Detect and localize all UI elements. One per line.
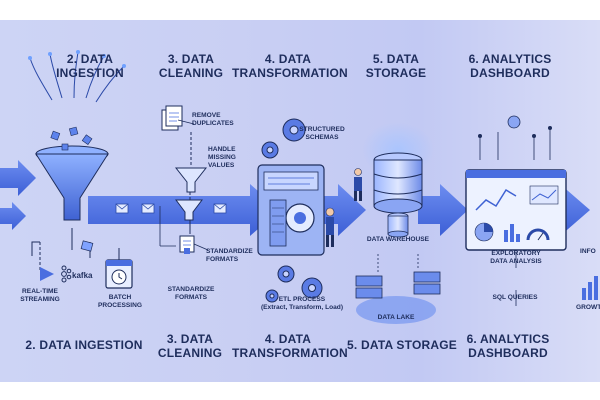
remove-duplicates-label: REMOVE DUPLICATES <box>192 112 234 127</box>
handle-missing-values-label: HANDLE MISSING VALUES <box>208 146 236 169</box>
growth-partial-label: GROWT <box>576 304 600 311</box>
sql-queries-label: SQL QUERIES <box>492 294 538 301</box>
kafka-logo-icon <box>40 265 72 283</box>
entry-arrows <box>0 160 36 230</box>
ingestion-connectors <box>31 228 94 270</box>
dashboard-monitor-icon <box>465 115 567 306</box>
batch-processing-label: BATCH PROCESSING <box>98 294 142 309</box>
standardize-formats-label-2: STANDARDIZE FORMATS <box>167 286 215 301</box>
growth-chart-icon <box>582 276 598 300</box>
database-icon <box>354 122 434 238</box>
kafka-label: kafka <box>72 271 93 280</box>
header-data-storage: 5. DATA STORAGE <box>365 52 427 80</box>
data-lake-label: DATA LAKE <box>377 314 415 321</box>
footer-data-ingestion: 2. DATA INGESTION <box>25 338 143 352</box>
cleaning-funnels-icon <box>159 105 209 254</box>
etl-machine-icon <box>257 164 335 256</box>
pipeline-canvas: 2. DATA INGESTION 3. DATA CLEANING 4. DA… <box>0 20 600 382</box>
batch-calendar-icon <box>105 248 133 289</box>
footer-data-transformation: 4. DATA TRANSFORMATION <box>232 332 348 360</box>
header-data-ingestion: 2. DATA INGESTION <box>56 52 124 80</box>
standardize-formats-label-1: STANDARDIZE FORMATS <box>206 248 253 263</box>
data-warehouse-label: DATA WAREHOUSE <box>366 236 430 243</box>
pipeline-illustration <box>0 50 598 324</box>
exploratory-data-analysis-label: EXPLORATORY DATA ANALYSIS <box>490 250 542 265</box>
pipeline-arrow <box>88 184 590 236</box>
footer-analytics-dashboard: 6. ANALYTICS DASHBOARD <box>466 332 550 360</box>
header-data-transformation: 4. DATA TRANSFORMATION <box>232 52 348 80</box>
header-analytics-dashboard: 6. ANALYTICS DASHBOARD <box>468 52 552 80</box>
data-lake-icon <box>355 254 441 324</box>
realtime-streaming-label: REAL-TIME STREAMING <box>20 288 60 303</box>
structured-schemas-label: STRUCTURED SCHEMAS <box>299 126 345 141</box>
gear-icon <box>261 118 323 303</box>
info-partial-label: INFO <box>580 248 596 255</box>
header-data-cleaning: 3. DATA CLEANING <box>158 52 224 80</box>
ingestion-funnel-icon <box>28 50 126 221</box>
etl-process-label: ETL PROCESS (Extract, Transform, Load) <box>260 296 344 311</box>
footer-data-storage: 5. DATA STORAGE <box>347 338 457 352</box>
footer-data-cleaning: 3. DATA CLEANING <box>157 332 223 360</box>
